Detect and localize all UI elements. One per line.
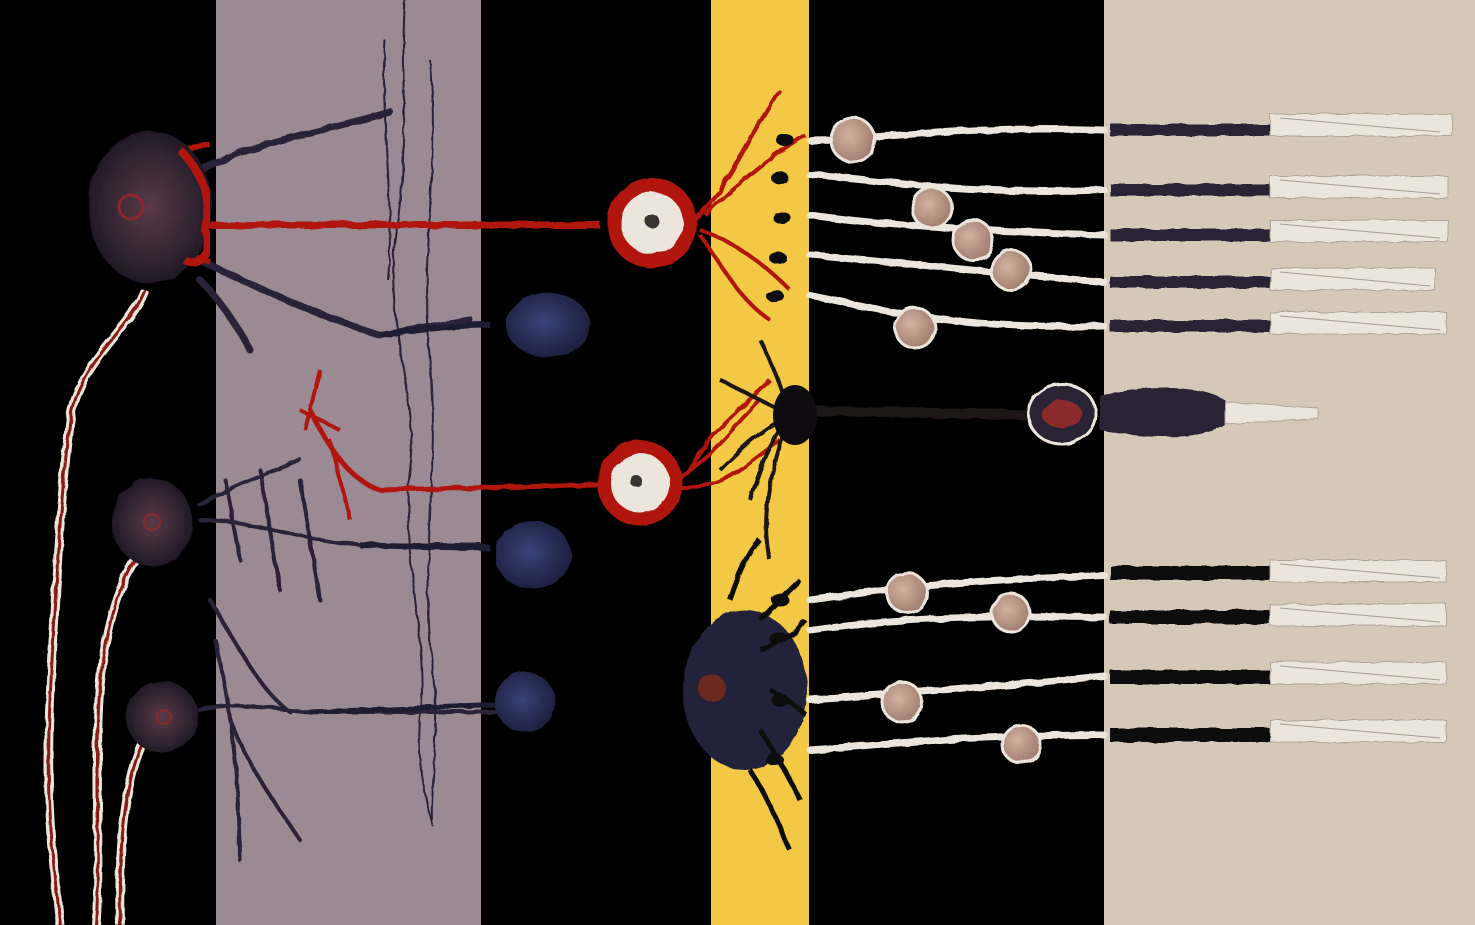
rod-spherules [766, 134, 794, 766]
bipolar-cell-1-soma [506, 293, 590, 357]
red-bipolar-cell-1-nucleus [645, 214, 659, 228]
ganglion-cell-1-soma [88, 131, 212, 283]
ganglion-cell-3-soma [126, 681, 198, 753]
rod-disc-texture [1279, 117, 1441, 739]
ganglion-cell-2-soma [112, 478, 192, 566]
red-bipolar-cell-2-nucleus [630, 475, 642, 487]
rod-9 [1110, 719, 1447, 743]
horizontal-cell-2-soma [683, 610, 807, 770]
bipolar-cell-2-soma [495, 521, 571, 589]
horizontal-cell-1 [718, 339, 1031, 561]
rod-nuclei [829, 116, 1042, 765]
inner-plexiform-band [216, 0, 481, 925]
ganglion-cell-1-dendrites [196, 108, 474, 354]
red-bipolar-cell-2 [299, 369, 782, 526]
ganglion-cell-3-nucleus [156, 709, 172, 725]
ganglion-cell-2-dendrites [198, 458, 482, 602]
horizontal-cell-1-soma [773, 385, 817, 445]
rod-3 [1110, 219, 1449, 243]
photoreceptor-band [1104, 0, 1475, 925]
red-bipolar-cell-1 [470, 88, 807, 322]
cone-outer-segment [1224, 401, 1319, 425]
horizontal-cell-2-nucleus [698, 674, 726, 702]
cone-photoreceptor [1026, 382, 1319, 446]
ganglion-axon-outlines [44, 288, 154, 925]
bipolar-cells [309, 293, 590, 732]
rod-8 [1110, 661, 1447, 685]
cone-inner-segment [1100, 388, 1225, 437]
ganglion-cell-2-nucleus [143, 513, 161, 531]
ganglion-cell-1-nucleus [117, 193, 145, 221]
vertical-fibers [382, 0, 437, 827]
bipolar-cell-3-soma [495, 672, 555, 732]
ganglion-cell-1-red-tip [177, 147, 213, 267]
ganglion-cell-3-dendrites [193, 598, 512, 862]
